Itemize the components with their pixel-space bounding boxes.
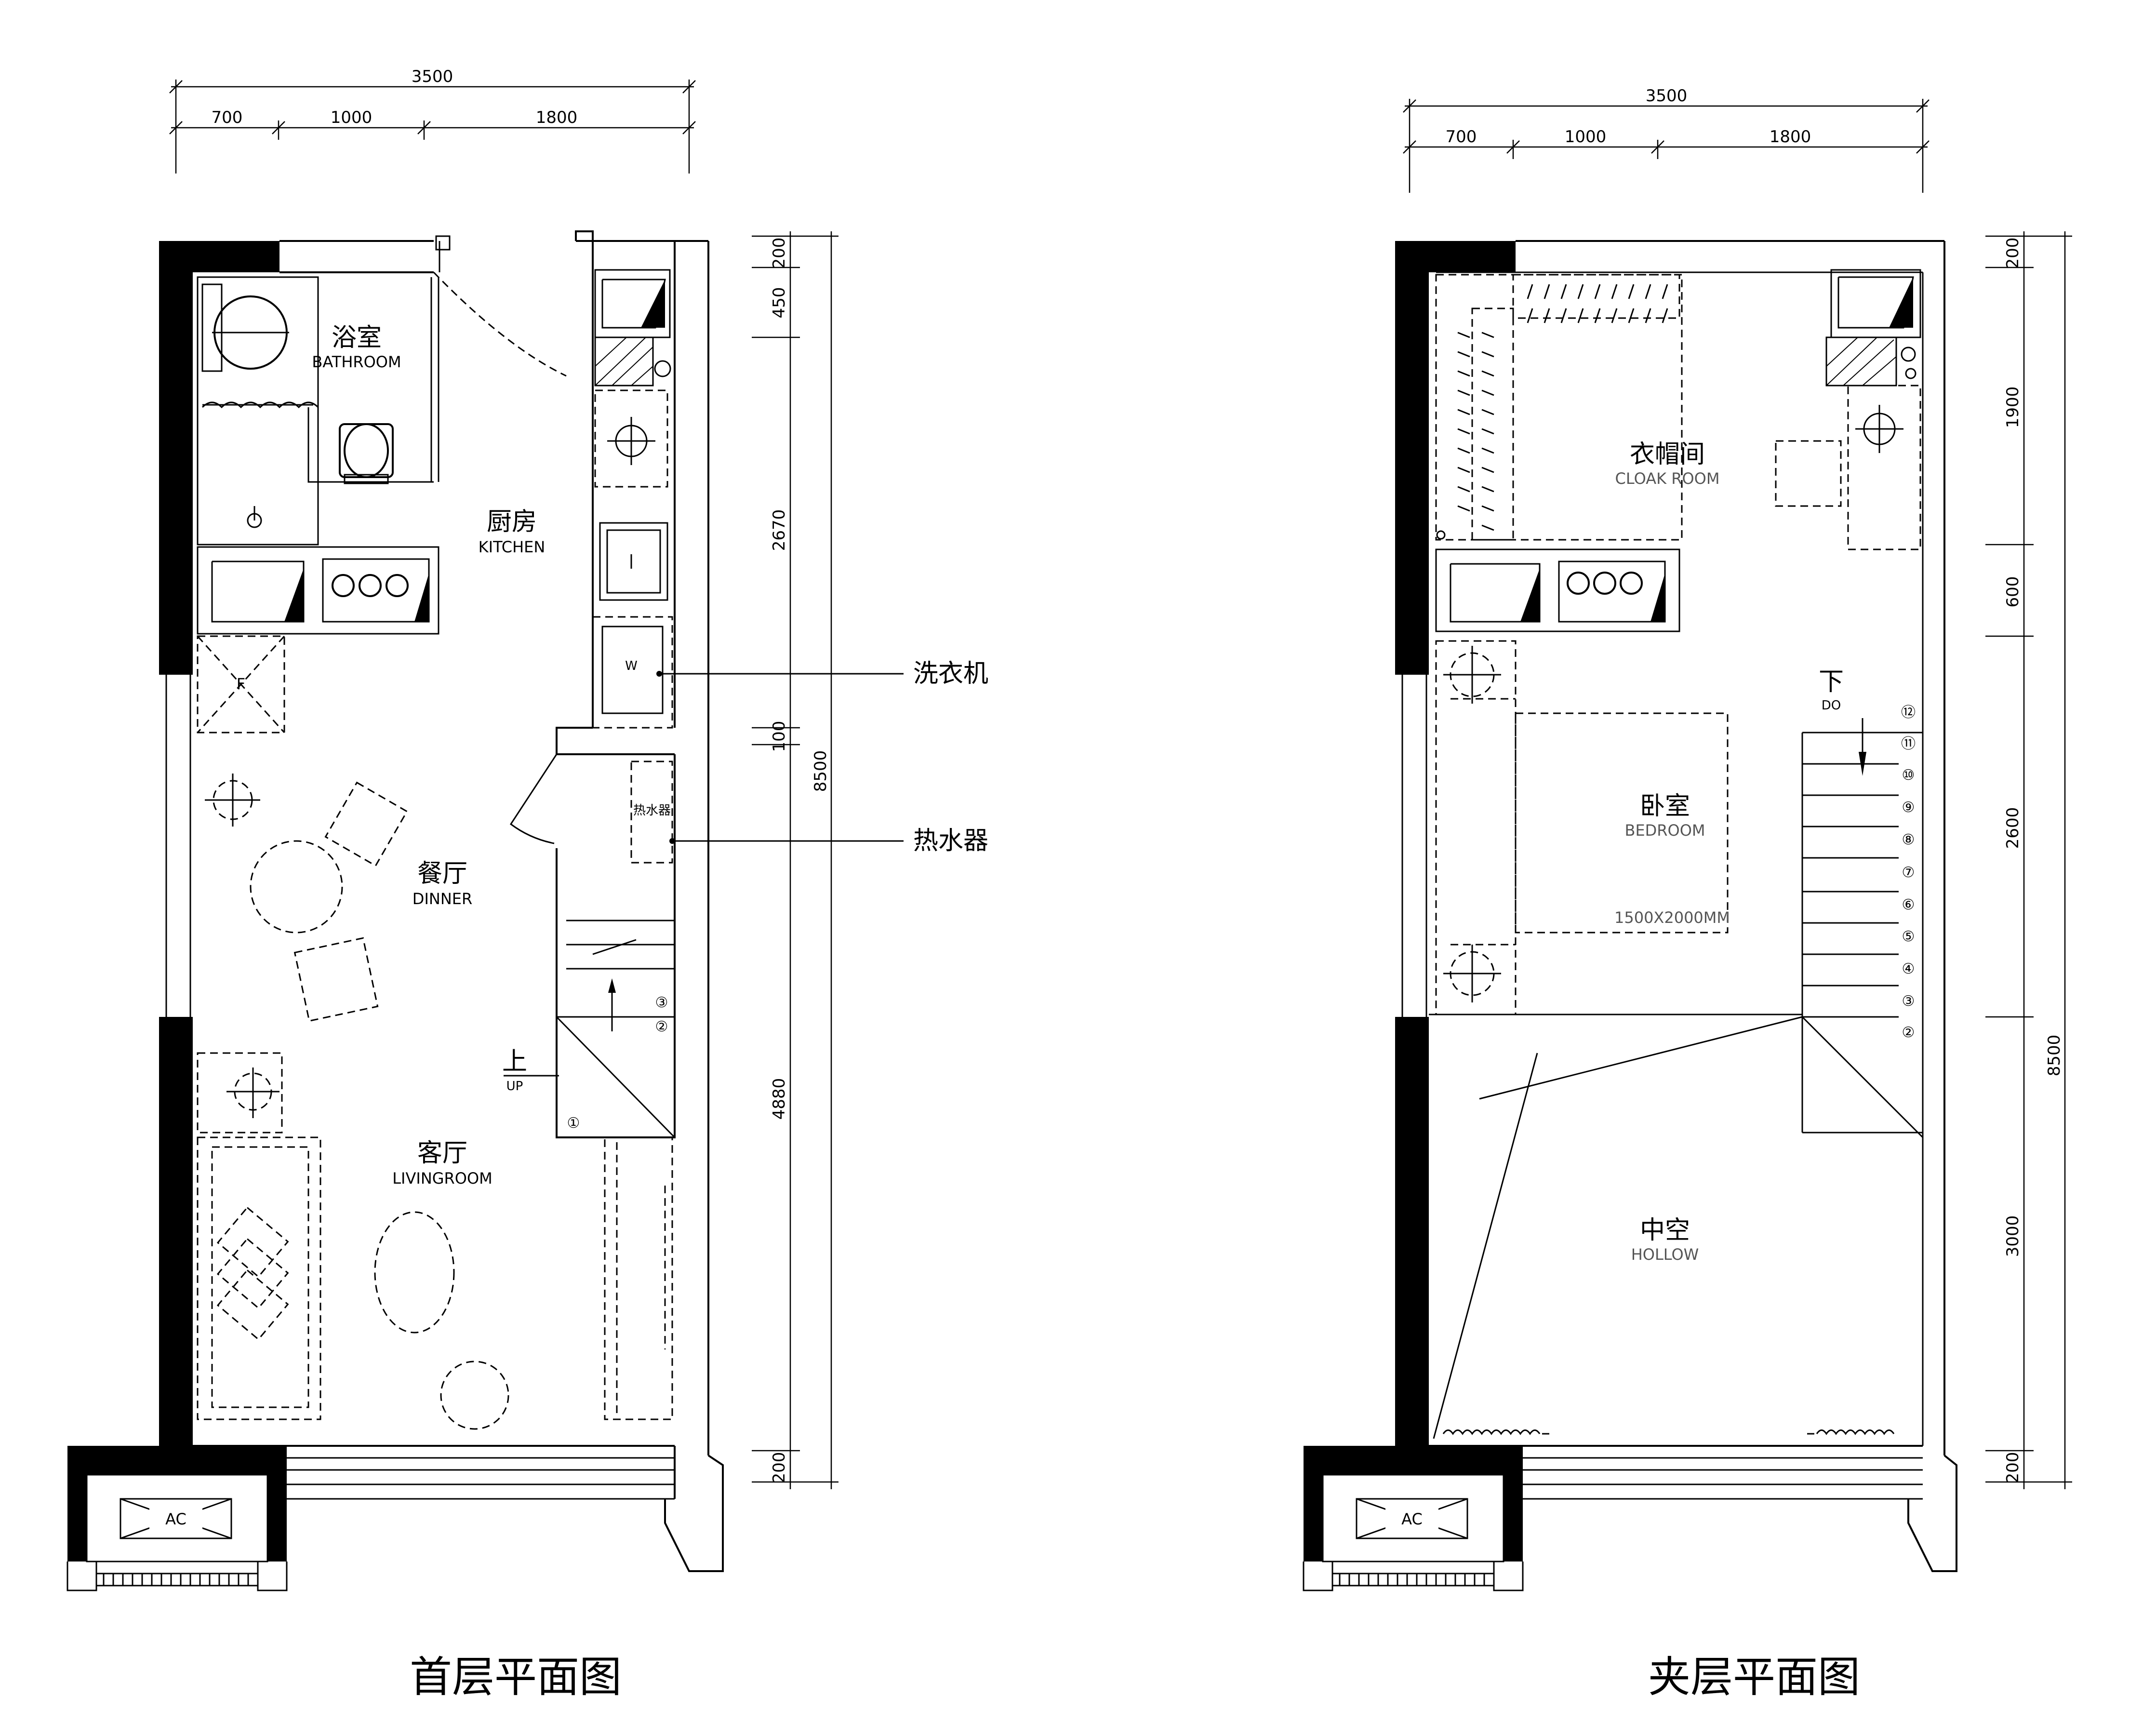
mezz-stairs: 下 DO ⑫ ⑪ ⑩ ⑨ ⑧ ⑦ ⑥ ⑤ ④ ③ ②	[1801, 667, 1924, 1138]
washer-callout: 洗衣机	[913, 659, 988, 688]
ground-dim-r1: 200	[770, 238, 789, 269]
ground-kitchen-counter	[197, 546, 439, 635]
ground-ac-unit: AC	[67, 1446, 288, 1591]
ground-washer-tag: W	[625, 659, 638, 673]
ground-dim-r6: 200	[770, 1452, 789, 1483]
mezz-step-5: ⑤	[1902, 928, 1915, 945]
ground-callouts: 洗衣机 热水器	[659, 659, 988, 855]
ground-dining-furniture	[205, 774, 408, 1022]
mezz-dim-part-3: 1800	[1770, 127, 1811, 147]
mezz-counter	[1435, 548, 1680, 632]
mezz-step-10: ⑩	[1902, 767, 1915, 784]
mezz-dim-r6: 200	[2003, 1452, 2023, 1483]
heater-callout: 热水器	[913, 827, 988, 855]
ground-dim-part-1: 700	[212, 108, 243, 127]
mezz-walls	[1395, 240, 1957, 1572]
mezz-dim-r2: 1900	[2003, 387, 2023, 428]
ground-stair-step-2: ②	[655, 1018, 668, 1035]
mezz-step-6: ⑥	[1902, 896, 1915, 913]
ground-kitchen-en: KITCHEN	[479, 538, 546, 556]
ground-dim-total-width: 3500	[412, 67, 453, 86]
mezz-right-dimensions: 200 1900 600 2600 3000 200 8500	[1985, 231, 2072, 1489]
ground-living-furniture	[197, 1052, 673, 1430]
mezz-dim-r1: 200	[2003, 238, 2023, 269]
ground-kitchen-cn: 厨房	[487, 507, 537, 536]
mezz-stair-down-en: DO	[1822, 698, 1841, 713]
mezz-dim-part-2: 1000	[1565, 127, 1607, 147]
mezz-bedroom-cn: 卧室	[1640, 792, 1690, 821]
ground-bathroom-cn: 浴室	[332, 323, 382, 352]
ground-right-dimensions: 200 450 2670 100 4880 200 8500	[752, 231, 838, 1489]
ground-dim-part-2: 1000	[331, 108, 373, 127]
ground-stair-up-cn: 上	[502, 1047, 527, 1076]
mezz-hollow-en: HOLLOW	[1631, 1245, 1699, 1264]
ground-living-en: LIVINGROOM	[392, 1169, 492, 1188]
ground-bathroom	[197, 235, 567, 546]
ground-living-cn: 客厅	[417, 1139, 467, 1168]
mezz-step-8: ⑧	[1902, 831, 1915, 848]
mezz-step-3: ③	[1902, 993, 1915, 1010]
mezz-cloak-cn: 衣帽间	[1630, 440, 1705, 469]
mezz-dim-r4: 2600	[2003, 807, 2023, 849]
mezzanine-plan: 3500 700 1000 1800 200 1900 600 2600 300…	[1303, 86, 2072, 1702]
ground-dim-total-height: 8500	[811, 750, 830, 792]
mezz-step-12: ⑫	[1901, 704, 1916, 721]
mezz-ac-label: AC	[1401, 1510, 1423, 1528]
ground-dim-r4: 100	[770, 721, 789, 752]
ground-stair-step-1: ①	[567, 1115, 580, 1132]
ground-walls	[159, 230, 724, 1572]
ground-ac-label: AC	[165, 1510, 186, 1528]
mezz-step-4: ④	[1902, 961, 1915, 977]
ground-fridge: F	[197, 635, 285, 734]
mezz-bedroom-en: BEDROOM	[1624, 821, 1705, 840]
ground-plan-caption: 首层平面图	[410, 1652, 622, 1702]
mezz-stair-down-cn: 下	[1819, 667, 1844, 696]
mezz-step-2: ②	[1902, 1024, 1915, 1041]
ground-dinner-cn: 餐厅	[417, 859, 467, 888]
ground-dim-r5: 4880	[770, 1078, 789, 1120]
mezz-dim-total-width: 3500	[1646, 86, 1688, 106]
mezz-bedroom-furniture: 1500X2000MM	[1435, 640, 1730, 1015]
mezz-bed-size: 1500X2000MM	[1614, 908, 1730, 927]
ground-room-labels: 浴室 BATHROOM 厨房 KITCHEN 餐厅 DINNER 客厅 LIVI…	[312, 323, 545, 1188]
mezz-step-11: ⑪	[1901, 735, 1916, 752]
mezz-top-dimensions: 3500 700 1000 1800	[1403, 86, 1930, 193]
ground-dim-part-3: 1800	[536, 108, 578, 127]
mezz-dim-r5: 3000	[2003, 1215, 2023, 1257]
mezz-hollow-cn: 中空	[1640, 1216, 1690, 1245]
ground-stairs: ③ ② ① 上 UP	[502, 920, 676, 1138]
ground-fridge-label: F	[237, 675, 245, 693]
mezz-service-corner	[1775, 269, 1921, 550]
ground-service-strip: W 热水器	[509, 269, 675, 864]
ground-heater-tag: 热水器	[633, 803, 671, 818]
ground-bathroom-en: BATHROOM	[312, 353, 401, 371]
mezz-step-9: ⑨	[1902, 799, 1915, 816]
mezz-cloak-wardrobe	[1435, 274, 1683, 541]
mezz-dim-r3: 600	[2003, 576, 2023, 608]
mezzanine-plan-caption: 夹层平面图	[1648, 1652, 1860, 1702]
ground-stair-up-en: UP	[506, 1079, 523, 1094]
mezz-step-7: ⑦	[1902, 864, 1915, 881]
mezz-cloak-en: CLOAK ROOM	[1615, 469, 1720, 488]
mezz-ac-unit: AC	[1303, 1446, 1524, 1591]
mezz-dim-part-1: 700	[1446, 127, 1477, 147]
ground-dinner-en: DINNER	[413, 890, 472, 908]
mezz-dim-total-height: 8500	[2045, 1035, 2064, 1077]
ground-stair-step-3: ③	[655, 994, 668, 1011]
mezz-hollow-area	[1433, 1016, 1895, 1439]
ground-dim-r3: 2670	[770, 509, 789, 551]
ground-dim-r2: 450	[770, 287, 789, 319]
ground-floor-plan: 3500 700 1000 1800 200 450 2670 100 4880…	[67, 67, 988, 1702]
ground-top-dimensions: 3500 700 1000 1800	[169, 67, 696, 174]
mezz-room-labels: 衣帽间 CLOAK ROOM 卧室 BEDROOM 中空 HOLLOW	[1615, 440, 1720, 1264]
